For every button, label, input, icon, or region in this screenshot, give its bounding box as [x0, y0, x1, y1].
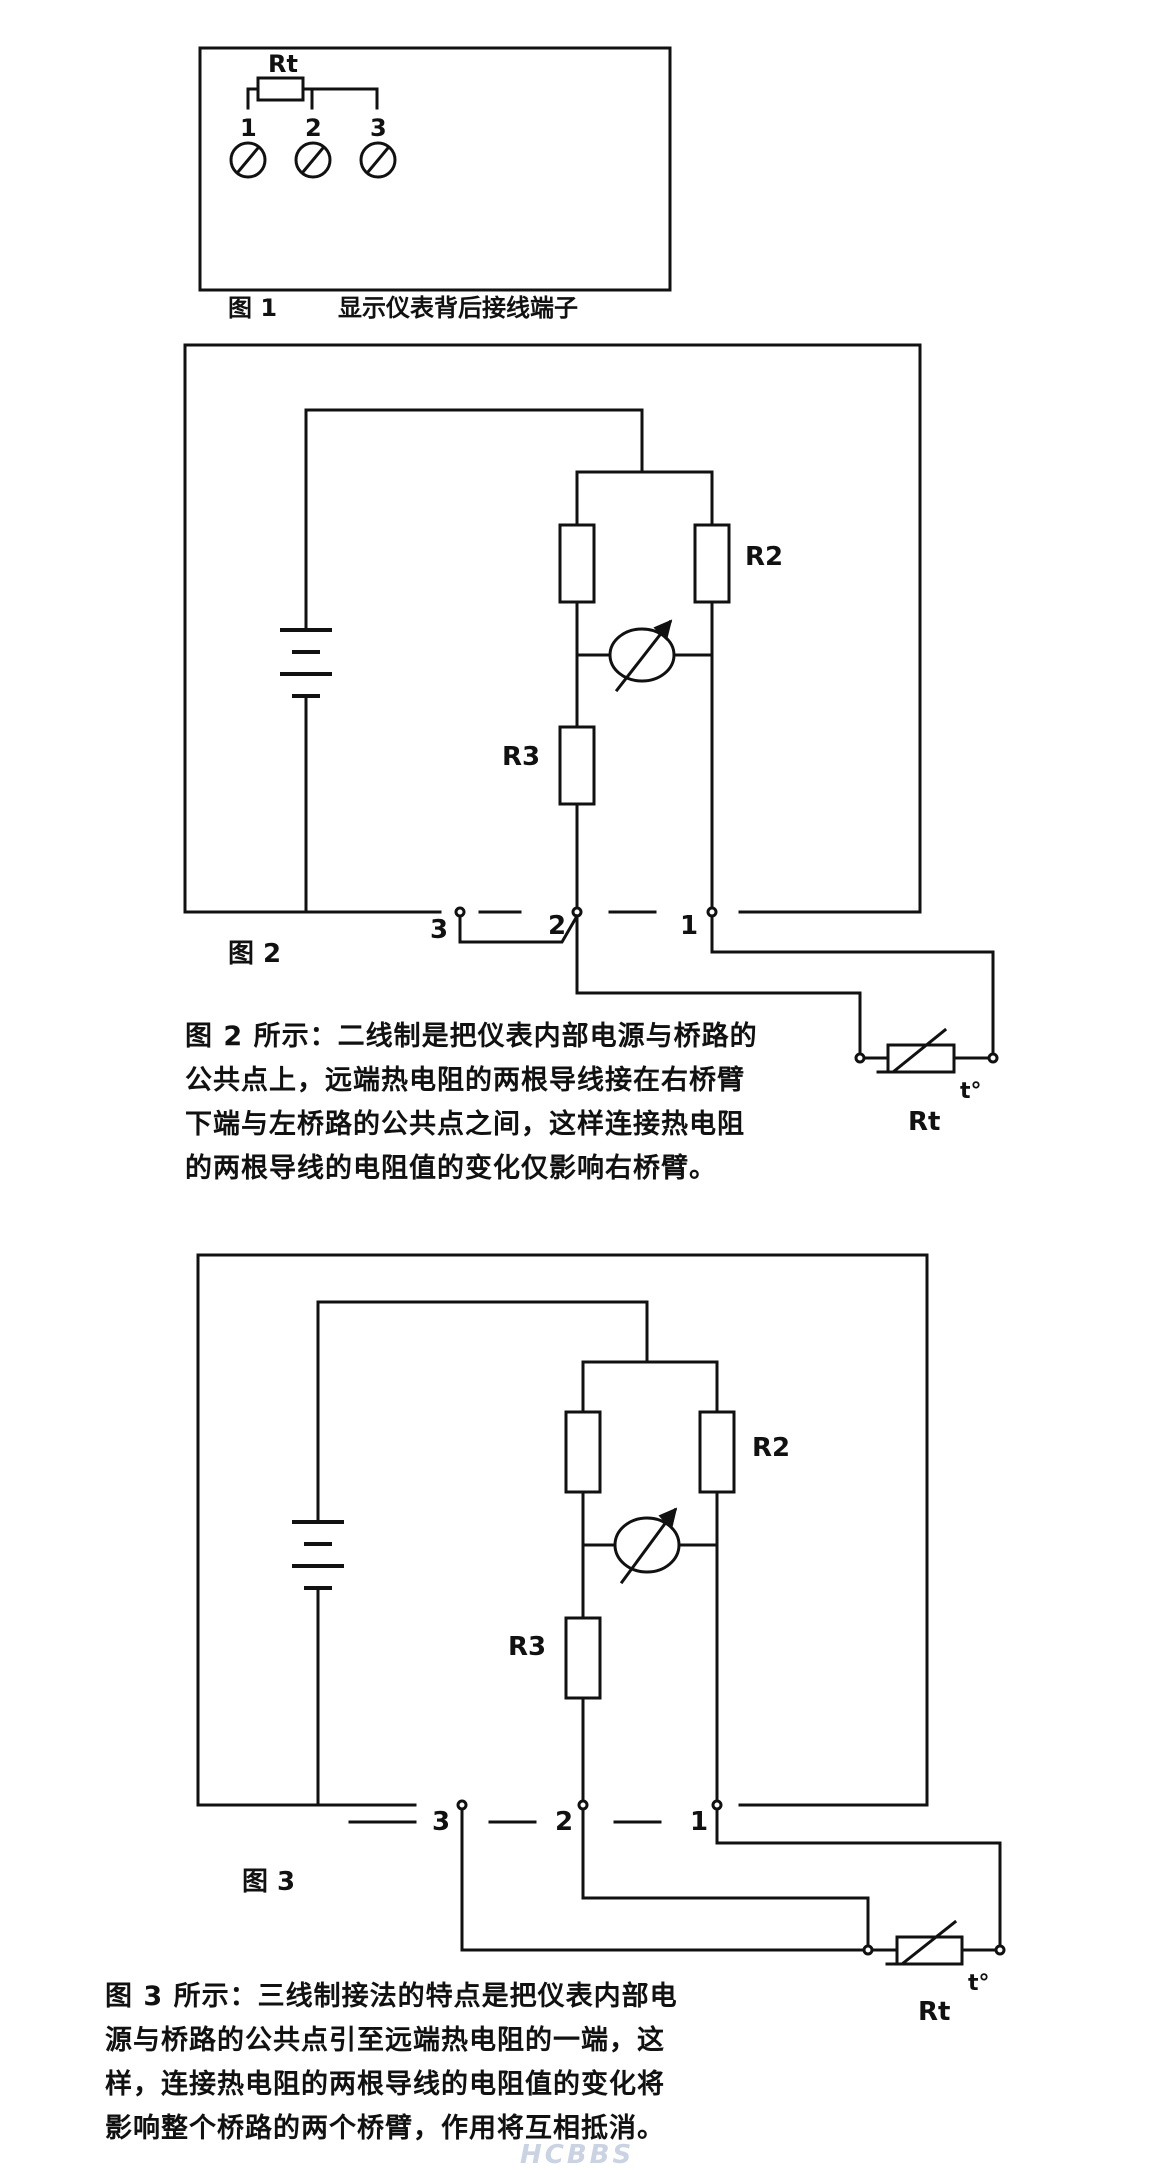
fig2-rt-node-right: [987, 1052, 999, 1064]
fig3-r2-label: R2: [752, 1433, 790, 1463]
watermark: HCBBS: [520, 2140, 635, 2170]
fig1-rt-resistor: [256, 76, 305, 102]
fig2-battery-icon: [280, 626, 332, 914]
fig1-frame: [198, 46, 672, 292]
fig3-top-wire: [316, 1300, 649, 1524]
fig1-terminal-label-1: 1: [240, 114, 257, 142]
figure-3: t° Rt R2 R3 3 2 1 图 3: [196, 1253, 1006, 2027]
fig1-rt-label: Rt: [268, 50, 298, 78]
fig1-terminal-label-2: 2: [305, 114, 322, 142]
fig2-terminal-label-1: 1: [680, 911, 698, 941]
fig3-lead-from-3: [460, 1807, 870, 1952]
fig2-jumper-3-2: [458, 913, 580, 944]
fig3-caption-line: 影响整个桥路的两个桥臂，作用将互相抵消。: [105, 2113, 665, 2144]
fig2-rt-label: Rt: [908, 1107, 940, 1137]
fig3-frame: [196, 1253, 929, 1807]
fig2-caption-line: 公共点上，远端热电阻的两根导线接在右桥臂: [185, 1065, 745, 1096]
fig2-thermistor-icon: [876, 1027, 956, 1074]
fig3-r3-label: R3: [508, 1632, 546, 1662]
fig2-figure-number: 图 2: [228, 939, 281, 969]
fig3-caption: 图 3 所示：三线制接法的特点是把仪表内部电 源与桥路的公共点引至远端热电阻的一…: [105, 1975, 678, 2151]
fig2-temp-symbol: t°: [960, 1079, 982, 1104]
fig3-rt-label: Rt: [918, 1997, 950, 2027]
fig3-figure-number: 图 3: [242, 1867, 295, 1897]
fig2-lead-from-2: [575, 914, 862, 1060]
fig3-r3-resistor: [564, 1616, 602, 1700]
fig2-r3-label: R3: [502, 742, 540, 772]
fig3-caption-line: 图 3 所示：三线制接法的特点是把仪表内部电: [105, 1981, 678, 2012]
fig3-battery-icon: [292, 1520, 352, 1807]
figure-1: Rt 1 2 3 图 1 显示仪表背后接线端子: [198, 46, 672, 322]
fig3-rt-node-left: [862, 1944, 874, 1956]
fig1-terminal-2: [294, 141, 332, 179]
fig2-r2-label: R2: [745, 542, 783, 572]
fig3-caption-line: 源与桥路的公共点引至远端热电阻的一端，这: [105, 2025, 665, 2056]
fig1-terminal-3: [359, 141, 397, 179]
fig3-galvanometer-icon: [613, 1507, 681, 1585]
fig1-terminal-label-3: 3: [370, 114, 387, 142]
fig2-lead-from-1: [710, 914, 995, 1060]
fig3-terminal-label-2: 2: [555, 1807, 573, 1837]
fig2-frame: [183, 343, 922, 914]
fig1-figure-number: 图 1: [228, 294, 277, 322]
fig2-caption-line: 的两根导线的电阻值的变化仅影响右桥臂。: [185, 1153, 717, 1184]
fig2-r3-resistor: [558, 725, 596, 806]
fig2-top-wire: [304, 408, 644, 630]
fig2-caption-line: 图 2 所示：二线制是把仪表内部电源与桥路的: [185, 1021, 758, 1052]
fig1-terminal-1: [229, 141, 267, 179]
figure-2: t° Rt R2 R3 3 2 1 图 2: [183, 343, 999, 1137]
fig3-lead-from-2: [581, 1807, 870, 1952]
fig3-terminal-label-3: 3: [432, 1807, 450, 1837]
fig1-title: 显示仪表背后接线端子: [338, 294, 578, 322]
fig2-galvanometer-icon: [608, 619, 676, 693]
fig2-caption-line: 下端与左桥路的公共点之间，这样连接热电阻: [185, 1109, 745, 1140]
fig3-thermistor-icon: [885, 1919, 964, 1966]
fig1-rt-lead-left: [246, 87, 260, 110]
fig2-r2-resistor: [693, 523, 731, 604]
fig3-lead-from-1: [715, 1807, 1002, 1952]
fig3-r1-resistor: [564, 1410, 602, 1494]
fig3-r2-resistor: [698, 1410, 736, 1494]
fig2-terminal-label-3: 3: [430, 915, 448, 945]
fig2-caption: 图 2 所示：二线制是把仪表内部电源与桥路的 公共点上，远端热电阻的两根导线接在…: [185, 1015, 758, 1191]
fig2-r1-resistor: [558, 523, 596, 604]
fig1-rt-lead-right: [301, 87, 379, 110]
fig3-terminal-label-1: 1: [690, 1807, 708, 1837]
fig3-caption-line: 样，连接热电阻的两根导线的电阻值的变化将: [105, 2069, 665, 2100]
fig3-rt-node-right: [994, 1944, 1006, 1956]
fig2-terminal-label-2: 2: [548, 911, 566, 941]
fig3-temp-symbol: t°: [968, 1971, 990, 1996]
fig2-rt-node-left: [854, 1052, 866, 1064]
